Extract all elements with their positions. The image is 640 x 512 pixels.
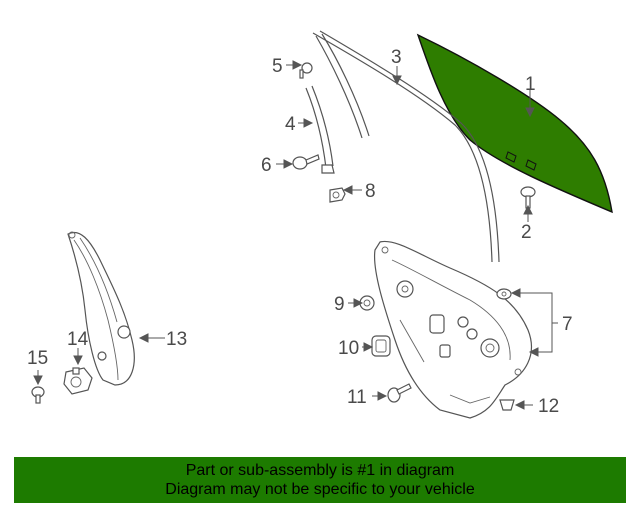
callout-4: 4 [285, 114, 296, 135]
callout-5: 5 [272, 56, 283, 77]
callout-8: 8 [365, 181, 376, 202]
callout-11: 11 [347, 387, 367, 408]
window-regulator-13-part[interactable] [67, 231, 135, 386]
regulator-motor-14-part[interactable] [63, 367, 93, 395]
door-glass-part[interactable] [416, 33, 613, 214]
leader-lines [33, 60, 558, 410]
callout-3: 3 [391, 47, 402, 68]
bolt-15-part[interactable] [31, 386, 45, 404]
callout-10: 10 [338, 338, 359, 359]
clip-12-part[interactable] [499, 399, 515, 411]
seal-pad-10-part[interactable] [371, 335, 391, 357]
callout-2: 2 [521, 222, 532, 243]
callout-6: 6 [261, 155, 272, 176]
callout-13: 13 [166, 329, 187, 350]
diagram-notice-banner: Part or sub-assembly is #1 in diagram Di… [14, 457, 626, 503]
clip-7-part[interactable] [496, 288, 512, 300]
door-module-panel-part[interactable] [373, 240, 533, 419]
clip-8-part[interactable] [329, 187, 346, 203]
screw-5-part[interactable] [299, 62, 313, 79]
banner-line-1: Part or sub-assembly is #1 in diagram [185, 462, 455, 479]
callout-9: 9 [334, 294, 345, 315]
callout-15: 15 [27, 348, 48, 369]
callout-14: 14 [67, 329, 89, 350]
bolt-2-part[interactable] [520, 186, 536, 209]
callout-7: 7 [562, 314, 573, 335]
bolt-11-part[interactable] [387, 383, 412, 403]
callout-1: 1 [525, 74, 536, 95]
channel-trim-part[interactable] [305, 85, 335, 174]
bolt-6-part[interactable] [292, 154, 320, 170]
callout-12: 12 [538, 396, 559, 417]
glass-run-channel-part[interactable] [312, 30, 500, 263]
banner-line-2: Diagram may not be specific to your vehi… [165, 481, 475, 498]
